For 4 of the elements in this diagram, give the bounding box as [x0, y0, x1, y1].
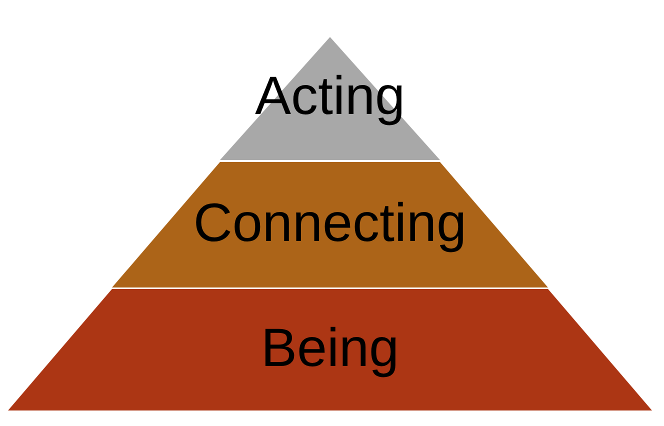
pyramid-level — [8, 288, 652, 410]
pyramid-level — [112, 162, 548, 287]
level-label: Acting — [254, 69, 406, 123]
level-label: Being — [260, 321, 400, 375]
